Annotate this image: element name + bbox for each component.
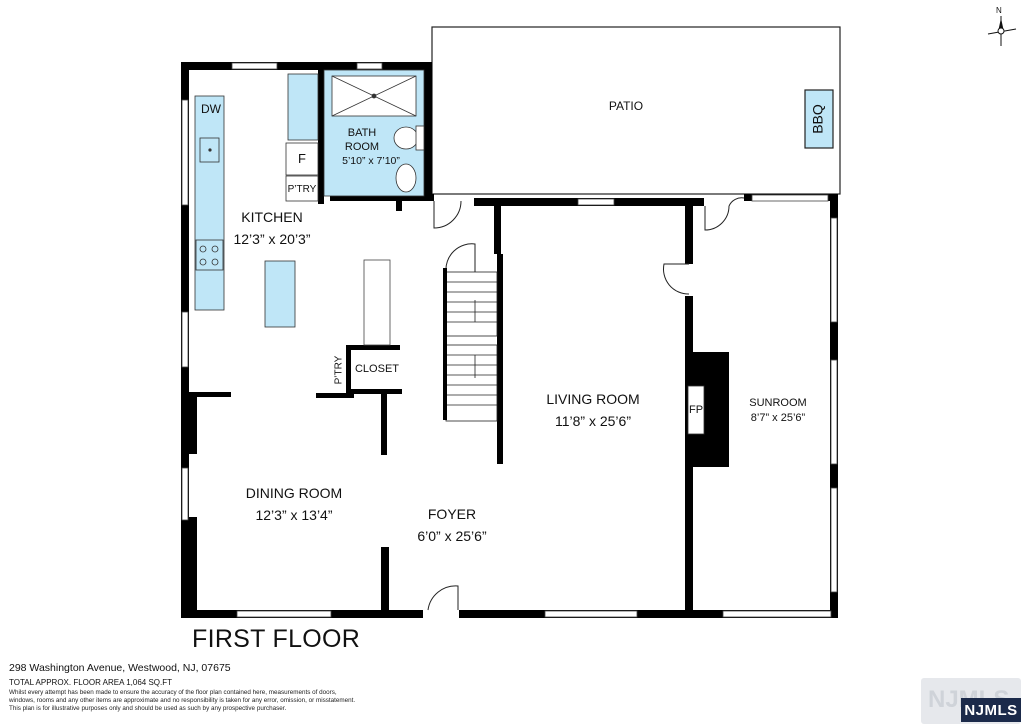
disclaimer-line: windows, rooms and any other items are a… xyxy=(9,697,356,704)
dishwasher-label: DW xyxy=(201,102,222,116)
foyer-label: FOYER xyxy=(428,506,476,522)
dining-room-label: DINING ROOM xyxy=(246,485,342,501)
living-room-dims: 11’8” x 25’6” xyxy=(555,413,631,429)
staircase xyxy=(445,271,498,422)
patio-label: PATIO xyxy=(609,99,643,113)
fireplace-hearth xyxy=(687,385,705,435)
bath-label-line2: ROOM xyxy=(345,141,379,153)
njmls-logo: NJMLS xyxy=(961,698,1021,722)
windows xyxy=(181,62,838,618)
exterior-walls xyxy=(181,62,838,618)
kitchen-counters xyxy=(194,73,319,328)
kitchen-label: KITCHEN xyxy=(241,209,302,225)
kitchen-dims: 12’3” x 20’3” xyxy=(233,231,310,247)
bbq-label: BBQ xyxy=(810,104,826,134)
disclaimer-line: This plan is for illustrative purposes o… xyxy=(9,705,287,712)
compass-north-label: N xyxy=(996,6,1002,15)
living-room-label: LIVING ROOM xyxy=(546,391,639,407)
closet-label: CLOSET xyxy=(355,363,399,375)
dining-room-dims: 12’3” x 13’4” xyxy=(255,507,332,523)
bath-label-line1: BATH xyxy=(348,127,377,139)
property-address: 298 Washington Avenue, Westwood, NJ, 076… xyxy=(9,662,231,674)
compass-icon: N xyxy=(987,6,1017,46)
hall-pantry-label: P’TRY xyxy=(334,355,345,384)
bbq-box xyxy=(804,89,834,149)
disclaimer: Whilst every attempt has been made to en… xyxy=(9,689,419,713)
fireplace-label: FP xyxy=(689,404,703,416)
bath-dims: 5’10” x 7’10” xyxy=(342,155,400,167)
stair-rail xyxy=(443,268,447,420)
fridge-box xyxy=(285,142,319,202)
sunroom-label: SUNROOM xyxy=(749,397,806,409)
total-floor-area: TOTAL APPROX. FLOOR AREA 1,064 SQ.FT xyxy=(9,678,173,687)
interior-walls xyxy=(189,70,693,614)
stove xyxy=(195,239,224,271)
kitchen-pantry-label: P’TRY xyxy=(288,184,317,195)
fridge-label: F xyxy=(298,151,306,166)
sunroom-dims: 8’7” x 25’6” xyxy=(751,412,806,424)
bathroom-fixtures xyxy=(323,69,425,197)
pantry-closet-block xyxy=(363,259,391,346)
floor-title: FIRST FLOOR xyxy=(192,625,361,653)
disclaimer-line: Whilst every attempt has been made to en… xyxy=(9,689,337,696)
foyer-dims: 6’0” x 25’6” xyxy=(417,528,487,544)
kitchen-sink xyxy=(199,137,220,163)
